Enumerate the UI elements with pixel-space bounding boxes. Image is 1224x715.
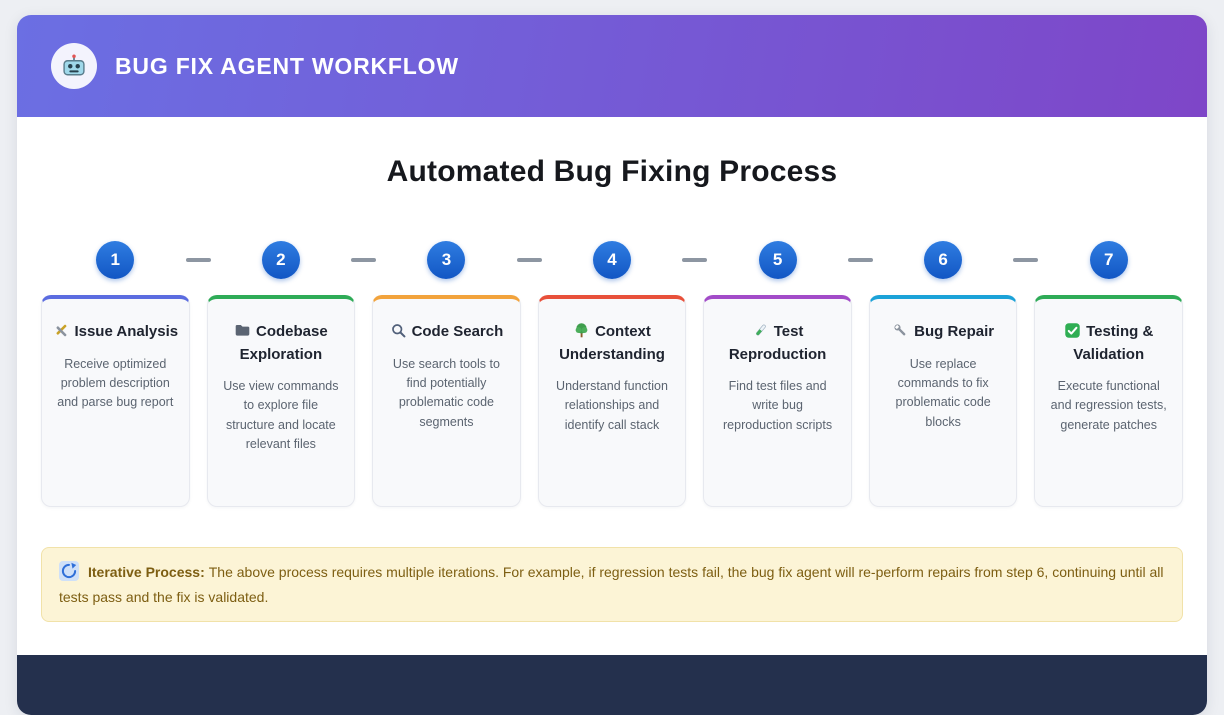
step-number-badge: 3 (427, 241, 466, 279)
step-card: Test Reproduction Find test files and wr… (703, 295, 852, 507)
step-connector (185, 258, 211, 262)
step-number-badge: 4 (592, 241, 631, 279)
page-title: Automated Bug Fixing Process (386, 155, 838, 188)
step-number-row: 5 (703, 241, 873, 279)
step-number-row: 3 (372, 241, 542, 279)
workflow-steps: 1 Issue Analysis Receive optimized probl… (41, 241, 1183, 507)
step-card: Context Understanding Understand functio… (537, 295, 687, 507)
workflow-step-4: 4 Context Understanding (537, 241, 708, 507)
main-content: Automated Bug Fixing Process 1 (17, 117, 1207, 647)
workflow-page-card: BUG FIX AGENT WORKFLOW Automated Bug Fix… (17, 15, 1207, 715)
hammer-wrench-icon (52, 322, 69, 339)
step-card: Code Search Use search tools to find pot… (372, 295, 521, 507)
step-title-text: Testing & Validation (1073, 323, 1154, 363)
step-title-text: Code Search (411, 323, 504, 340)
step-number-badge: 7 (1089, 241, 1128, 279)
step-number-row: 1 (41, 241, 211, 279)
step-title: Code Search (383, 321, 510, 344)
workflow-step-1: 1 Issue Analysis Receive optimized probl… (41, 241, 211, 507)
note-text: The above process requires multiple iter… (59, 564, 1164, 605)
step-number-row: 6 (869, 241, 1039, 279)
step-title-text: Test Reproduction (728, 323, 827, 363)
step-description: Use view commands to explore file struct… (223, 379, 339, 452)
step-description: Use search tools to find potentially pro… (392, 356, 500, 429)
step-number-badge: 5 (758, 241, 797, 279)
robot-icon (51, 43, 97, 89)
step-connector (682, 258, 708, 262)
step-title-text: Context Understanding (559, 323, 665, 363)
step-connector (516, 258, 542, 262)
step-description: Understand function relationships and id… (556, 379, 668, 432)
check-icon (1064, 322, 1081, 339)
step-number-badge: 2 (261, 241, 300, 279)
workflow-step-5: 5 Test Reproduction (703, 241, 873, 507)
wrench-icon (892, 322, 909, 339)
step-number-row: 2 (207, 241, 377, 279)
step-card: Bug Repair Use replace commands to fix p… (868, 295, 1018, 507)
step-card: Testing & Validation Execute functional … (1034, 295, 1183, 507)
step-title: Issue Analysis (52, 321, 179, 344)
step-title: Testing & Validation (1045, 321, 1172, 366)
step-title-text: Bug Repair (914, 323, 995, 340)
step-description: Find test files and write bug reproducti… (723, 379, 833, 432)
folder-icon (234, 322, 251, 339)
refresh-icon (59, 561, 79, 581)
step-connector (847, 258, 873, 262)
tree-icon (573, 322, 590, 339)
step-number-badge: 1 (96, 241, 135, 279)
step-connector (351, 258, 377, 262)
workflow-step-3: 3 Code Search Use search tools to find p… (372, 241, 542, 507)
step-title: Context Understanding (549, 321, 676, 366)
next-section-strip (17, 655, 1207, 715)
step-title-text: Codebase Exploration (239, 323, 328, 363)
test-tube-icon (752, 322, 769, 339)
step-title: Test Reproduction (714, 321, 841, 366)
step-number-row: 4 (538, 241, 708, 279)
step-description: Receive optimized problem description an… (57, 356, 174, 410)
step-title: Codebase Exploration (218, 321, 345, 366)
step-description: Use replace commands to fix problematic … (895, 356, 991, 429)
iterative-process-note: Iterative Process:The above process requ… (41, 547, 1183, 622)
step-number-row: 7 (1034, 241, 1183, 279)
step-title: Bug Repair (880, 321, 1007, 344)
step-description: Execute functional and regression tests,… (1050, 379, 1167, 432)
workflow-step-6: 6 Bug Repair (868, 241, 1039, 507)
app-header: BUG FIX AGENT WORKFLOW (17, 15, 1207, 117)
workflow-step-7: 7 Testing & Validation Execute functiona… (1034, 241, 1183, 507)
step-card: Codebase Exploration Use view commands t… (206, 295, 356, 507)
note-label: Iterative Process: (88, 564, 205, 580)
magnifier-icon (390, 322, 407, 339)
step-title-text: Issue Analysis (74, 323, 179, 340)
step-number-badge: 6 (924, 241, 963, 279)
workflow-step-2: 2 Codebase Exploration Use view commands… (206, 241, 377, 507)
step-card: Issue Analysis Receive optimized problem… (41, 295, 190, 507)
app-title: BUG FIX AGENT WORKFLOW (115, 52, 459, 79)
step-connector (1013, 258, 1039, 262)
